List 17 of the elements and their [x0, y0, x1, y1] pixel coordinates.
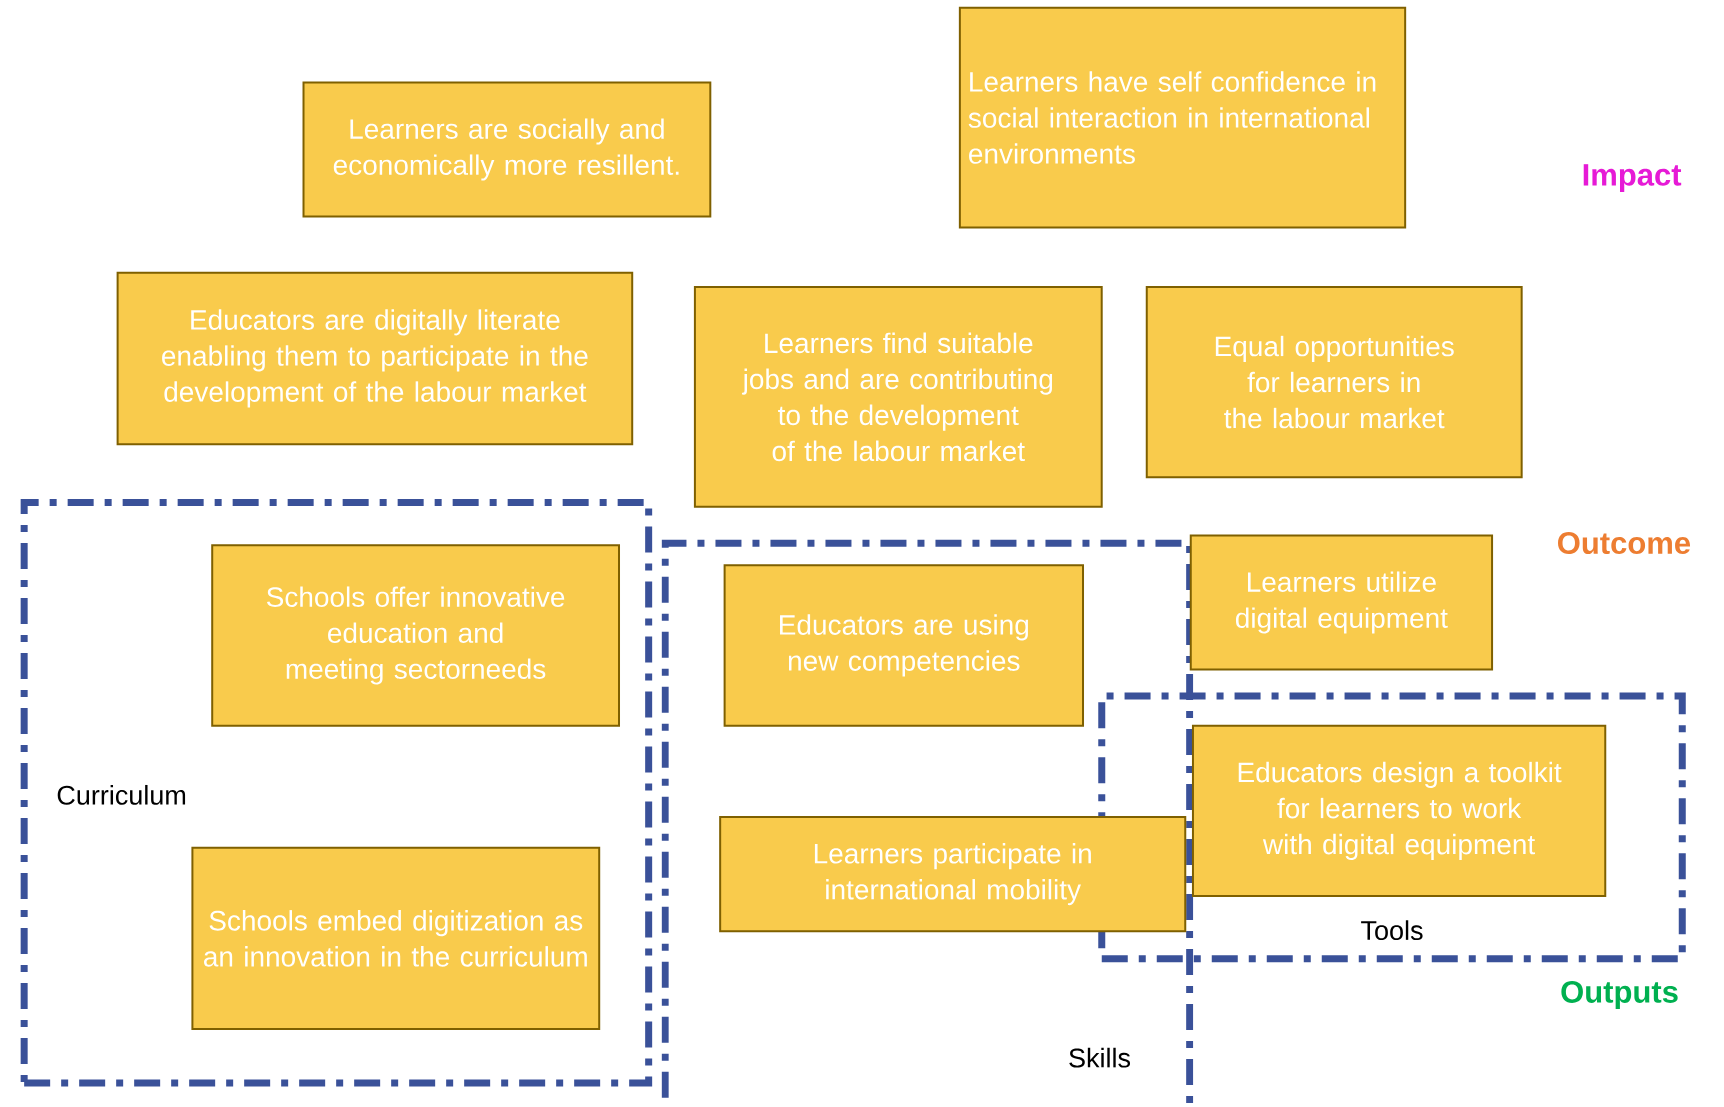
- region-label: Curriculum: [57, 784, 186, 805]
- region-label: Tools: [1361, 920, 1423, 941]
- level-label: Impact: [1583, 164, 1682, 192]
- text-box: Learners utilize digital equipment: [1189, 534, 1494, 671]
- text-box: Educators design a toolkit for learners to work with digital equipment: [1191, 724, 1607, 898]
- text-box: Learners are socially and economically more resillent.: [302, 81, 712, 218]
- text-box: Learners have self confidence in social interaction in international environments: [958, 6, 1407, 229]
- text-box: Schools embed digitization as an innovation in the curriculum: [191, 846, 601, 1031]
- text-box: Schools offer innovative education and meeting sectorneeds: [211, 544, 620, 727]
- text-box: Learners participate in international mobility: [719, 815, 1187, 933]
- level-label: Outputs: [1561, 980, 1678, 1009]
- text-box: Learners find suitable jobs and are contributing to the development of the labour market: [693, 285, 1103, 508]
- level-label: Outcome: [1558, 532, 1691, 555]
- region-label: Skills: [1069, 1047, 1131, 1068]
- text-box: Educators are using new competencies: [723, 564, 1084, 727]
- text-box: Equal opportunities for learners in the labour market: [1145, 286, 1523, 479]
- text-box: Educators are digitally literate enabling them to participate in the development of the labour market: [116, 271, 634, 446]
